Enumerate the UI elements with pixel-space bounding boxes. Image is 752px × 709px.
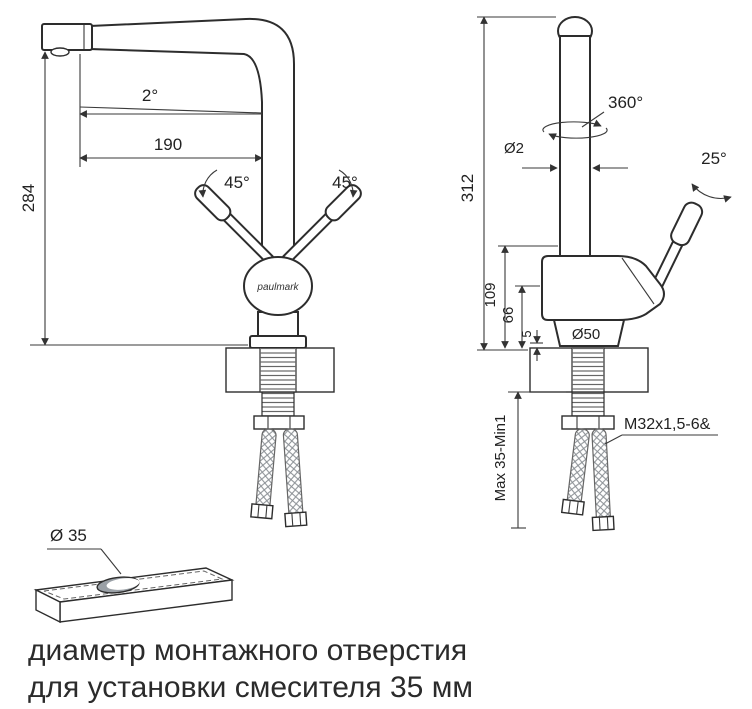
hose-braid bbox=[566, 428, 590, 508]
fixing-nut bbox=[561, 415, 615, 430]
riser-pipe bbox=[559, 35, 591, 259]
rotation-leader bbox=[581, 111, 605, 128]
mounting-hole-highlight bbox=[106, 578, 140, 590]
threaded-rod bbox=[261, 391, 295, 417]
dim-360-label: 360° bbox=[608, 93, 643, 112]
dim-2deg-label: 2° bbox=[142, 86, 158, 105]
fitting-facet bbox=[568, 500, 571, 514]
hose-braid bbox=[255, 428, 277, 512]
threaded-rod bbox=[571, 391, 605, 417]
rotation-arc-front bbox=[548, 127, 608, 141]
side-body bbox=[541, 255, 665, 321]
dim-312-label: 312 bbox=[458, 174, 477, 202]
dim-5-label: 5 bbox=[519, 330, 534, 337]
hole-dia-leader bbox=[100, 548, 122, 575]
dim-45-left-label: 45° bbox=[224, 173, 250, 192]
dim-284-label: 284 bbox=[19, 184, 38, 212]
hose-fitting bbox=[560, 498, 585, 516]
fitting-facet bbox=[606, 516, 609, 530]
fitting-facet bbox=[576, 501, 579, 515]
dim-109-label: 109 bbox=[482, 282, 499, 307]
mixer-body bbox=[243, 256, 313, 316]
dim-base-dia-label: Ø50 bbox=[572, 326, 600, 343]
hose-right bbox=[282, 428, 308, 528]
dim-pipe-dia-label: Ø2 bbox=[504, 140, 524, 157]
spout-outline bbox=[89, 17, 295, 259]
dim-45-left-arc bbox=[198, 169, 218, 198]
fixing-nut bbox=[253, 415, 305, 430]
dim-2deg-slope bbox=[79, 106, 263, 114]
dim-45-right-label: 45° bbox=[332, 173, 358, 192]
dim-45-right-arc bbox=[338, 169, 358, 198]
dim-190-label: 190 bbox=[154, 135, 182, 154]
dim-25-label: 25° bbox=[701, 149, 727, 168]
fitting-facet bbox=[299, 512, 302, 526]
plate-left-face bbox=[35, 588, 61, 624]
rotation-arc-back bbox=[542, 119, 602, 133]
side-base bbox=[552, 319, 626, 347]
plate-dashed-outline bbox=[43, 570, 224, 600]
dim-66-label: 66 bbox=[500, 307, 517, 324]
rod-in-counter bbox=[260, 348, 296, 392]
caption-line-1: диаметр монтажного отверстия bbox=[28, 634, 467, 667]
brand-logo: paulmark bbox=[256, 282, 299, 293]
side-handle-paddle bbox=[670, 201, 704, 247]
hose-left bbox=[560, 428, 590, 516]
mounting-hole-detail: Ø 35 bbox=[33, 526, 235, 624]
fitting-facet bbox=[598, 517, 601, 531]
body-joint-line bbox=[621, 257, 655, 305]
right-faucet-view: 360° Ø2 25° Ø50 bbox=[458, 16, 732, 532]
base-flange bbox=[249, 335, 307, 349]
fitting-facet bbox=[291, 513, 294, 527]
aerator-outlet bbox=[50, 47, 70, 57]
fitting-facet bbox=[265, 505, 268, 519]
dim-max35-label: Max 35-Min1 bbox=[492, 415, 509, 502]
dim-25-arc bbox=[691, 183, 732, 203]
left-faucet-view: paulmark 284 2° 190 45 bbox=[19, 17, 362, 528]
hose-braid bbox=[282, 428, 304, 520]
thread-spec-label: M32x1,5-6& bbox=[624, 416, 711, 433]
caption: диаметр монтажного отверстия для установ… bbox=[28, 634, 473, 704]
rod-in-counter bbox=[572, 348, 604, 392]
thread-spec-leader bbox=[604, 434, 623, 445]
hose-right bbox=[591, 428, 615, 532]
hole-dia-label: Ø 35 bbox=[50, 526, 87, 545]
fitting-facet bbox=[257, 504, 260, 518]
hose-fitting bbox=[250, 503, 274, 520]
hose-fitting bbox=[284, 511, 308, 528]
hose-fitting bbox=[591, 515, 615, 532]
hose-left bbox=[250, 428, 277, 520]
caption-line-2: для установки смесителя 35 мм bbox=[28, 671, 473, 704]
